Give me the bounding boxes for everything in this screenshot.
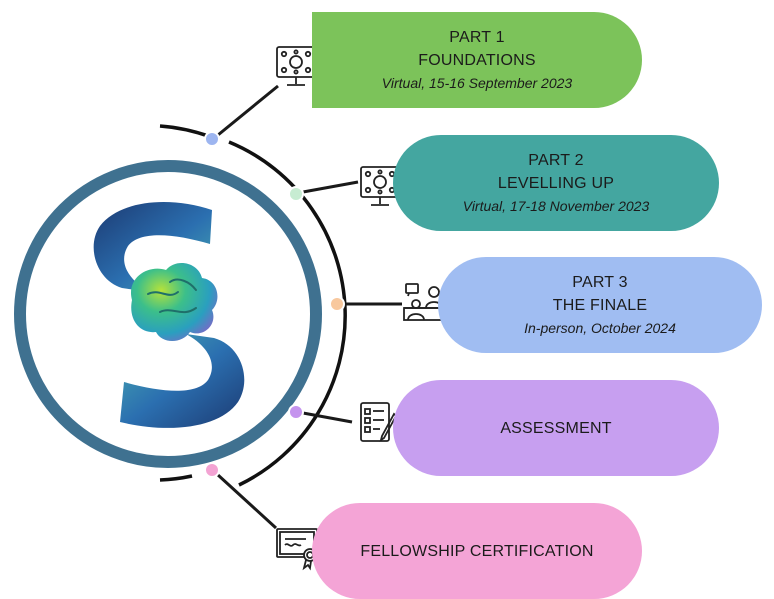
- step-detail: In-person, October 2024: [524, 320, 676, 336]
- connector-line-5: [216, 473, 278, 530]
- timeline-dot-1: [204, 131, 220, 147]
- timeline-dot-2: [288, 186, 304, 202]
- step-detail: Virtual, 15-16 September 2023: [381, 75, 573, 91]
- virtual-meeting-monitor-icon: [276, 46, 316, 86]
- timeline-arc-main: [228, 140, 347, 487]
- connector-line-1: [217, 84, 279, 137]
- step-subtitle: LEVELLING UP: [497, 175, 615, 192]
- step-pill-part-1: PART 1 FOUNDATIONS Virtual, 15-16 Septem…: [312, 12, 642, 108]
- timeline-dot-5: [204, 462, 220, 478]
- step-pill-part-3: PART 3 THE FINALE In-person, October 202…: [438, 257, 762, 353]
- step-subtitle: THE FINALE: [552, 297, 648, 314]
- step-title: PART 3: [572, 274, 628, 291]
- timeline-dot-3: [329, 296, 345, 312]
- virtual-meeting-monitor-icon: [360, 166, 400, 206]
- logo-ring: [14, 160, 322, 468]
- step-title: PART 1: [449, 29, 505, 46]
- step-pill-part-2: PART 2 LEVELLING UP Virtual, 17-18 Novem…: [393, 135, 719, 231]
- checklist-icon: [360, 402, 398, 443]
- brain-s-logo-icon: [93, 202, 245, 428]
- connector-line-2: [302, 180, 359, 194]
- certificate-icon: [276, 528, 318, 571]
- step-title: ASSESSMENT: [500, 419, 612, 437]
- step-pill-fellowship: FELLOWSHIP CERTIFICATION: [312, 503, 642, 599]
- timeline-arc-bottom: [159, 474, 193, 482]
- timeline-arc-top: [159, 124, 212, 139]
- step-subtitle: FOUNDATIONS: [418, 52, 536, 69]
- step-title: PART 2: [528, 152, 584, 169]
- connector-line-4: [302, 411, 353, 424]
- step-title: FELLOWSHIP CERTIFICATION: [360, 542, 594, 560]
- step-pill-assessment: ASSESSMENT: [393, 380, 719, 476]
- step-detail: Virtual, 17-18 November 2023: [462, 198, 650, 214]
- timeline-dot-4: [288, 404, 304, 420]
